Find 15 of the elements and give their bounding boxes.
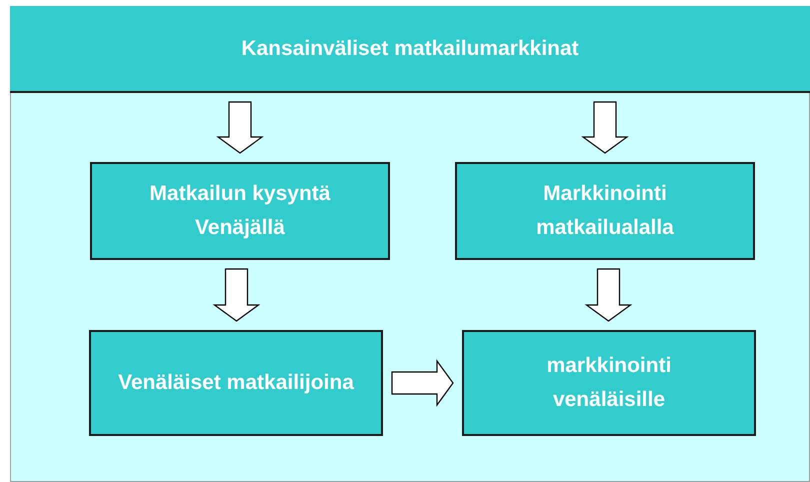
- process-box: [90, 162, 390, 260]
- block-arrow: [581, 101, 629, 154]
- box-label: Venäläiset matkailijoina: [118, 370, 354, 396]
- block-arrow: [391, 359, 454, 407]
- process-box: [455, 162, 755, 260]
- block-arrow: [584, 268, 632, 322]
- process-box: [462, 330, 756, 436]
- block-arrow: [212, 268, 260, 322]
- block-arrow: [216, 101, 264, 154]
- process-box: [89, 330, 383, 436]
- box-label: Matkailun kysyntä Venäjällä: [148, 181, 332, 241]
- title-text: Kansainväliset matkailumarkkinat: [241, 36, 579, 62]
- header-band: [10, 6, 810, 93]
- box-label: Markkinointi matkailualalla: [535, 181, 675, 241]
- box-label: markkinointi venäläisille: [546, 353, 672, 413]
